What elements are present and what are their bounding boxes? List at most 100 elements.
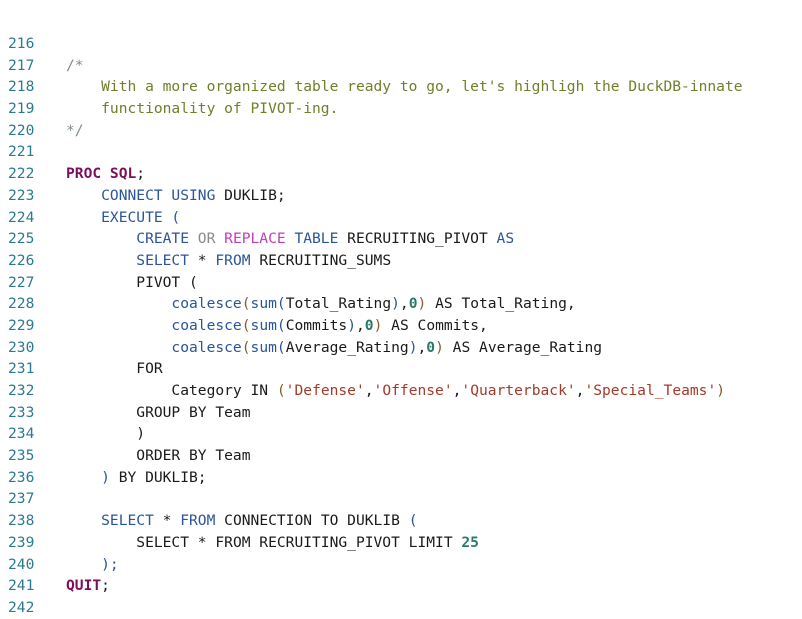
line-number: 233 [8, 403, 35, 421]
code-line[interactable]: 225 CREATE OR REPLACE TABLE RECRUITING_P… [0, 228, 802, 250]
code-token: , [364, 382, 374, 399]
code-line[interactable]: 234 ) [0, 423, 802, 445]
code-line[interactable]: 240 ); [0, 554, 802, 576]
line-number: 242 [8, 598, 35, 616]
code-text: PROC SQL; [66, 163, 145, 185]
code-line[interactable]: 231 FOR [0, 358, 802, 380]
code-token: AS Average_Rating [452, 338, 603, 356]
code-token: FROM [180, 512, 225, 530]
code-line[interactable]: 235 ORDER BY Team [0, 445, 802, 467]
code-token: functionality of PIVOT-ing. [66, 100, 339, 118]
code-line[interactable]: 216 [0, 33, 802, 55]
line-number: 223 [8, 186, 35, 204]
code-text: FOR [66, 358, 163, 380]
code-line[interactable]: 218 With a more organized table ready to… [0, 76, 802, 98]
code-token: , [356, 316, 365, 334]
code-token: ) [391, 295, 400, 313]
code-token: 25 [461, 533, 479, 551]
code-text: SELECT * FROM RECRUITING_PIVOT LIMIT 25 [66, 532, 479, 554]
code-token: FOR [66, 360, 163, 378]
line-number: 225 [8, 230, 35, 248]
code-token: ; [136, 165, 146, 183]
code-line[interactable]: 232 Category IN ('Defense','Offense','Qu… [0, 380, 802, 402]
code-token: RECRUITING_SUMS [259, 251, 392, 269]
code-token: SELECT [66, 512, 163, 530]
code-token: 'Defense' [285, 382, 365, 399]
line-number: 230 [8, 338, 35, 356]
code-token: SELECT [66, 533, 198, 551]
code-line[interactable]: 217/* [0, 55, 802, 77]
code-text: ); [66, 554, 119, 576]
code-line[interactable]: 237 [0, 488, 802, 510]
line-number: 231 [8, 360, 35, 378]
code-text: SELECT * FROM CONNECTION TO DUKLIB ( [66, 510, 417, 532]
code-text: QUIT; [66, 575, 110, 597]
code-token: , [452, 382, 462, 399]
line-number: 234 [8, 425, 35, 443]
code-token: sum [250, 295, 277, 313]
line-number: 241 [8, 577, 35, 595]
code-token: ) [373, 316, 392, 334]
line-number: 236 [8, 468, 35, 486]
line-number: 235 [8, 447, 35, 465]
code-line[interactable]: 242 [0, 597, 802, 619]
line-number: 238 [8, 512, 35, 530]
code-line[interactable]: 220*/ [0, 120, 802, 142]
code-token: Category IN [66, 382, 277, 399]
code-token: 'Special_Teams' [584, 382, 717, 399]
code-line[interactable]: 238 SELECT * FROM CONNECTION TO DUKLIB ( [0, 510, 802, 532]
code-line[interactable]: 226 SELECT * FROM RECRUITING_SUMS [0, 250, 802, 272]
code-line[interactable]: 219 functionality of PIVOT-ing. [0, 98, 802, 120]
code-token: AS Commits, [391, 316, 488, 334]
code-token: , [417, 338, 427, 356]
code-token: 0 [408, 295, 418, 313]
code-token: coalesce [66, 338, 242, 356]
code-token: Average_Rating [285, 338, 409, 356]
line-number: 227 [8, 273, 35, 291]
code-text: coalesce(sum(Average_Rating),0) AS Avera… [66, 337, 602, 359]
code-token: ); [66, 555, 119, 573]
line-number: 221 [8, 143, 35, 161]
code-line[interactable]: 221 [0, 141, 802, 163]
code-token: ( [241, 295, 251, 313]
code-text: Category IN ('Defense','Offense','Quarte… [66, 380, 725, 402]
code-line[interactable]: 241 QUIT; [0, 575, 802, 597]
code-token: FROM RECRUITING_PIVOT LIMIT [215, 533, 462, 551]
code-text: CREATE OR REPLACE TABLE RECRUITING_PIVOT… [66, 228, 514, 250]
code-token: ( [241, 316, 251, 334]
code-text: With a more organized table ready to go,… [66, 76, 742, 98]
code-token: DUKLIB; [224, 186, 286, 204]
code-line[interactable]: 229 coalesce(sum(Commits),0) AS Commits, [0, 315, 802, 337]
code-token: ( [408, 512, 418, 530]
code-text: functionality of PIVOT-ing. [66, 98, 338, 120]
code-line[interactable]: 233 GROUP BY Team [0, 402, 802, 424]
code-token: TABLE [294, 230, 348, 248]
code-token: GROUP BY Team [66, 403, 251, 421]
code-token: RECRUITING_PIVOT [347, 230, 497, 248]
code-token: ) [66, 468, 119, 486]
code-line[interactable]: 228 coalesce(sum(Total_Rating),0) AS Tot… [0, 293, 802, 315]
code-token: ) [417, 295, 436, 313]
code-token: , [399, 295, 409, 313]
code-token: * [197, 533, 216, 551]
code-token: 'Quarterback' [461, 382, 576, 399]
code-token: BY DUKLIB; [118, 468, 207, 486]
code-token: ) [435, 338, 453, 356]
code-line[interactable]: 224 EXECUTE ( [0, 207, 802, 229]
code-text: PIVOT ( [66, 272, 198, 294]
code-text: coalesce(sum(Commits),0) AS Commits, [66, 315, 488, 337]
code-token: PROC SQL [66, 165, 137, 183]
code-line[interactable]: 230 coalesce(sum(Average_Rating),0) AS A… [0, 337, 802, 359]
code-token: REPLACE [224, 230, 295, 248]
code-token: * [197, 251, 216, 269]
code-text: EXECUTE ( [66, 207, 180, 229]
line-number: 228 [8, 295, 35, 313]
code-line[interactable]: 223 CONNECT USING DUKLIB; [0, 185, 802, 207]
code-token: ( [241, 338, 251, 356]
code-line[interactable]: 236 ) BY DUKLIB; [0, 467, 802, 489]
code-line[interactable]: 239 SELECT * FROM RECRUITING_PIVOT LIMIT… [0, 532, 802, 554]
code-text: GROUP BY Team [66, 402, 251, 424]
code-line[interactable]: 227 PIVOT ( [0, 272, 802, 294]
